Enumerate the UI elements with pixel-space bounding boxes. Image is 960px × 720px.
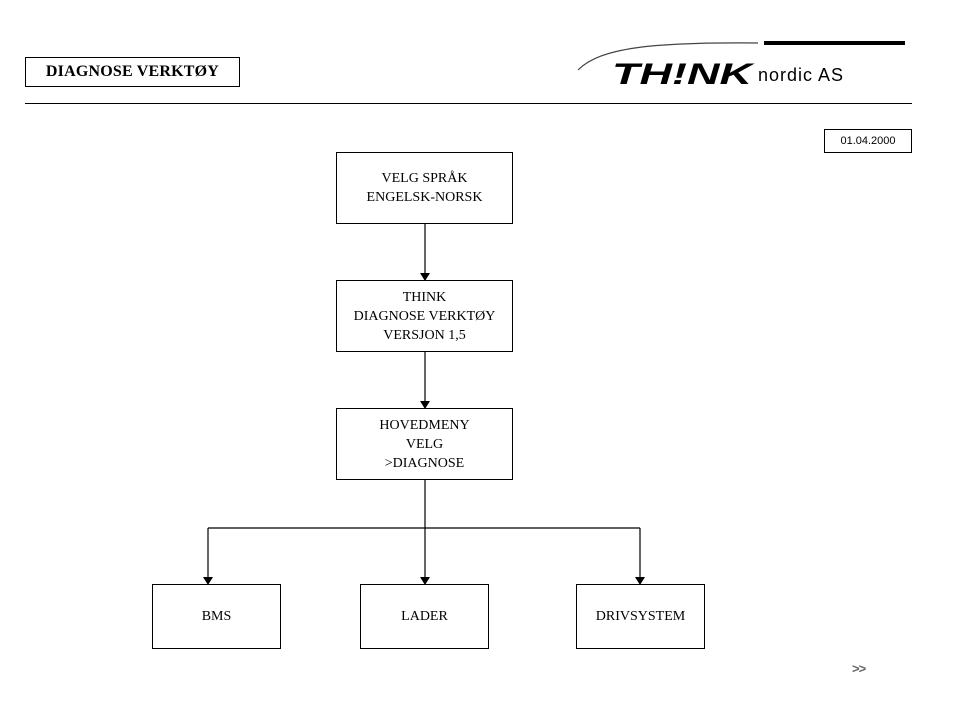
header-divider — [25, 103, 912, 104]
version-box: THINK DIAGNOSE VERKTØY VERSJON 1,5 — [336, 280, 513, 352]
page-title: DIAGNOSE VERKTØY — [25, 57, 240, 87]
next-page-button[interactable]: >> — [852, 661, 866, 676]
language-line-1: VELG SPRÅK — [381, 171, 468, 186]
main-menu-line-3: >DIAGNOSE — [384, 455, 465, 471]
drivsystem-label: DRIVSYSTEM — [595, 609, 686, 624]
lader-box: LADER — [360, 584, 489, 649]
language-select-box: VELG SPRÅK ENGELSK-NORSK — [336, 152, 513, 224]
drivsystem-box: DRIVSYSTEM — [576, 584, 705, 649]
main-menu-line-2: VELG — [405, 436, 444, 452]
date-label: 01.04.2000 — [824, 129, 912, 153]
lader-label: LADER — [401, 609, 448, 624]
bms-box: BMS — [152, 584, 281, 649]
bms-label: BMS — [201, 609, 232, 624]
think-nordic-logo: TH!NK nordic AS — [570, 38, 915, 98]
version-line-2: DIAGNOSE VERKTØY — [353, 308, 496, 324]
main-menu-box: HOVEDMENY VELG >DIAGNOSE — [336, 408, 513, 480]
language-line-2: ENGELSK-NORSK — [366, 190, 483, 205]
version-line-1: THINK — [402, 289, 447, 305]
svg-text:TH!NK: TH!NK — [612, 58, 756, 91]
version-line-3: VERSJON 1,5 — [383, 327, 466, 343]
svg-text:nordic AS: nordic AS — [758, 65, 844, 85]
main-menu-line-1: HOVEDMENY — [379, 417, 470, 433]
